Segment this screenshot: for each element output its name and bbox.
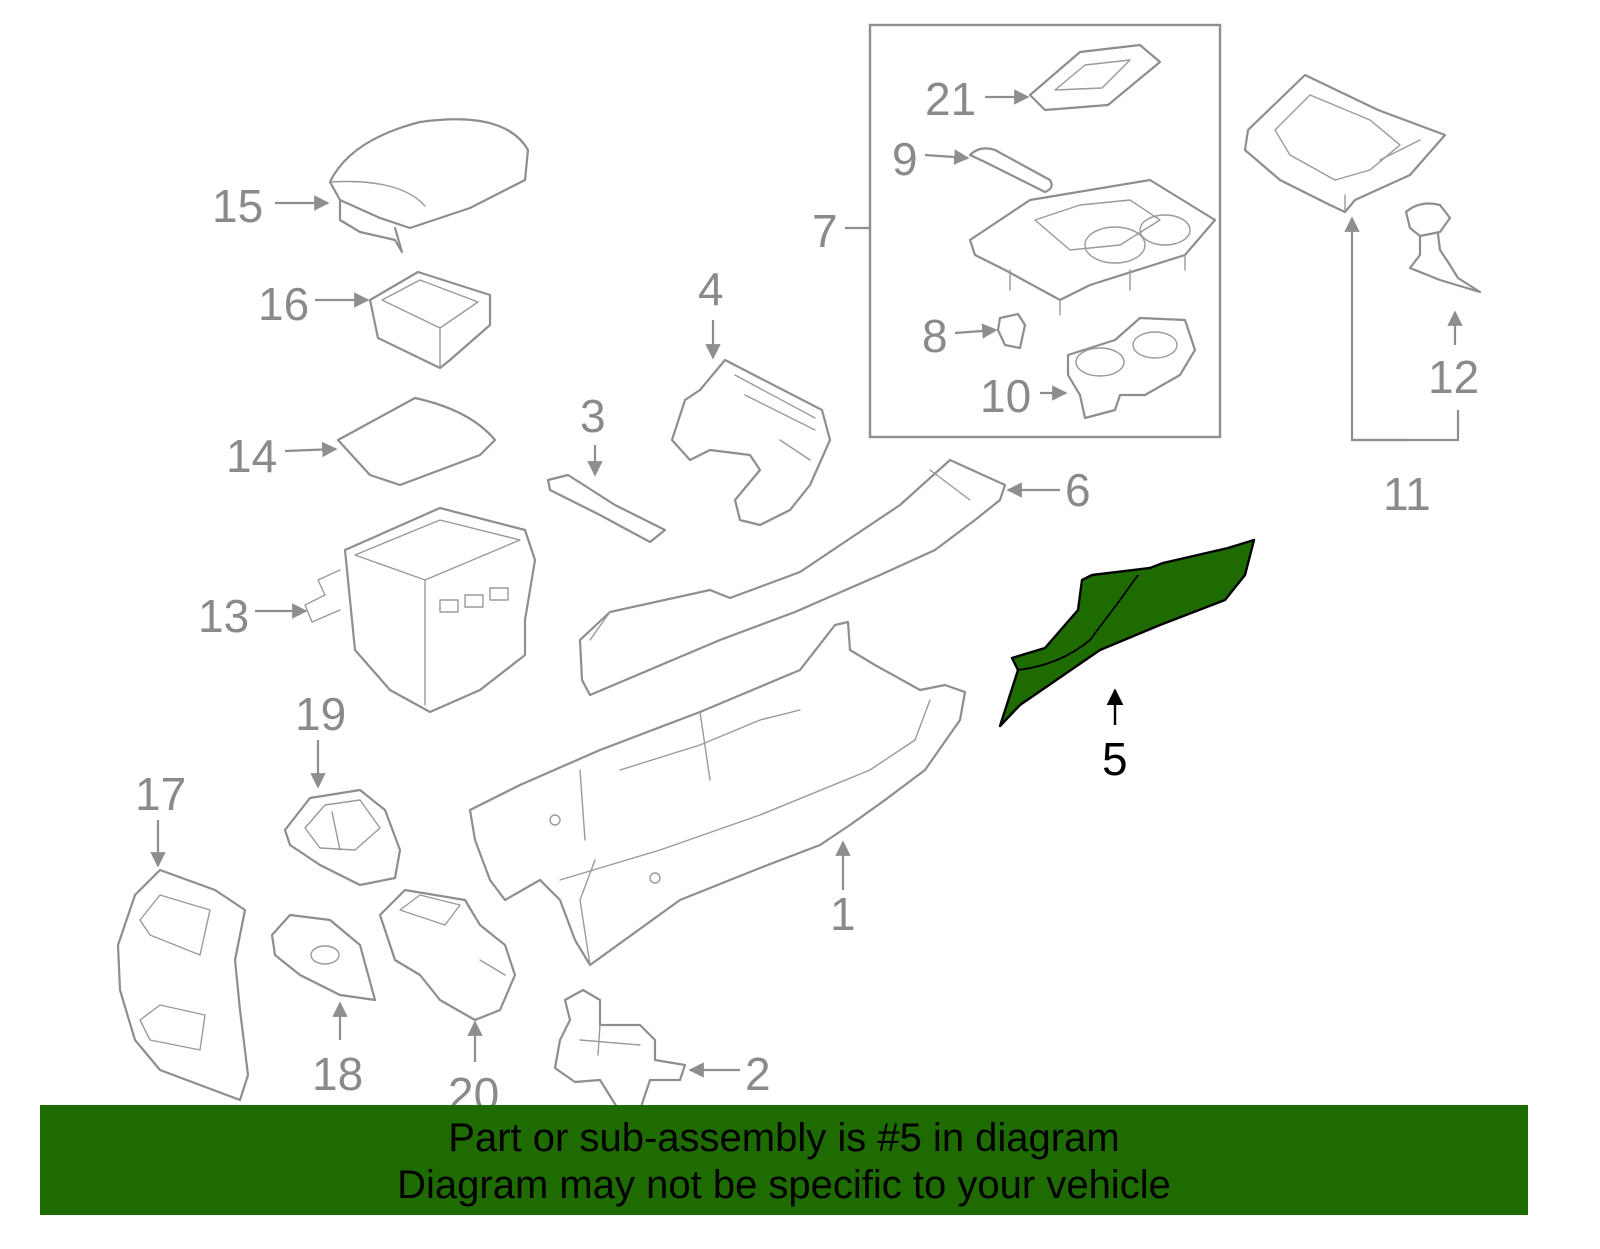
banner-line-1: Part or sub-assembly is #5 in diagram <box>448 1116 1120 1160</box>
part-12-switch <box>1404 202 1482 294</box>
callout-8: 8 <box>922 310 948 362</box>
part-4-bracket <box>670 358 832 527</box>
callout-9: 9 <box>892 133 918 185</box>
callout-3: 3 <box>580 390 606 442</box>
part-16-storage-bin <box>368 270 492 370</box>
callout-5: 5 <box>1102 733 1128 785</box>
part-10-cup-holder <box>1066 316 1197 420</box>
banner-line-2: Diagram may not be specific to your vehi… <box>397 1163 1171 1207</box>
part-1-console <box>468 620 967 967</box>
callout-11: 11 <box>1383 468 1431 520</box>
callout-15: 15 <box>212 180 263 232</box>
part-2-bracket <box>553 988 687 1114</box>
callout-4: 4 <box>698 263 724 315</box>
callout-10: 10 <box>980 370 1031 422</box>
part-11-tray <box>1243 73 1447 214</box>
callout-7: 7 <box>812 205 838 257</box>
leader-lines <box>150 89 1463 1078</box>
part-20-duct <box>378 888 517 1022</box>
info-banner: Part or sub-assembly is #5 in diagram Di… <box>40 1105 1528 1215</box>
callout-18: 18 <box>312 1048 363 1100</box>
callout-19: 19 <box>295 688 346 740</box>
callout-21: 21 <box>925 73 976 125</box>
callout-12: 12 <box>1428 351 1479 403</box>
callout-17: 17 <box>135 768 186 820</box>
callout-6: 6 <box>1065 464 1091 516</box>
subassembly-box-7 <box>868 23 1222 439</box>
callout-13: 13 <box>198 590 249 642</box>
part-8-clip <box>996 312 1027 350</box>
part-18-switch-panel <box>270 913 377 1002</box>
part-17-rear-panel <box>116 868 250 1102</box>
part-21-bezel <box>1028 43 1162 112</box>
callout-numbers: 21 9 7 8 10 11 12 15 16 14 13 3 4 6 1 19… <box>135 73 1479 1120</box>
callout-14: 14 <box>226 430 277 482</box>
part-15-armrest-lid <box>328 118 530 254</box>
part-9-trim-strip <box>968 147 1053 194</box>
callout-1: 1 <box>830 888 856 940</box>
part-7-console-plate <box>968 178 1217 316</box>
part-13-bin-housing <box>304 506 537 714</box>
callout-16: 16 <box>258 278 309 330</box>
part-14-pad <box>336 396 497 487</box>
callout-2: 2 <box>745 1048 771 1100</box>
part-3-strip <box>546 473 667 544</box>
part-5-highlighted <box>998 538 1256 728</box>
part-19-vent <box>283 788 402 887</box>
part-6-side-trim <box>578 458 1007 697</box>
